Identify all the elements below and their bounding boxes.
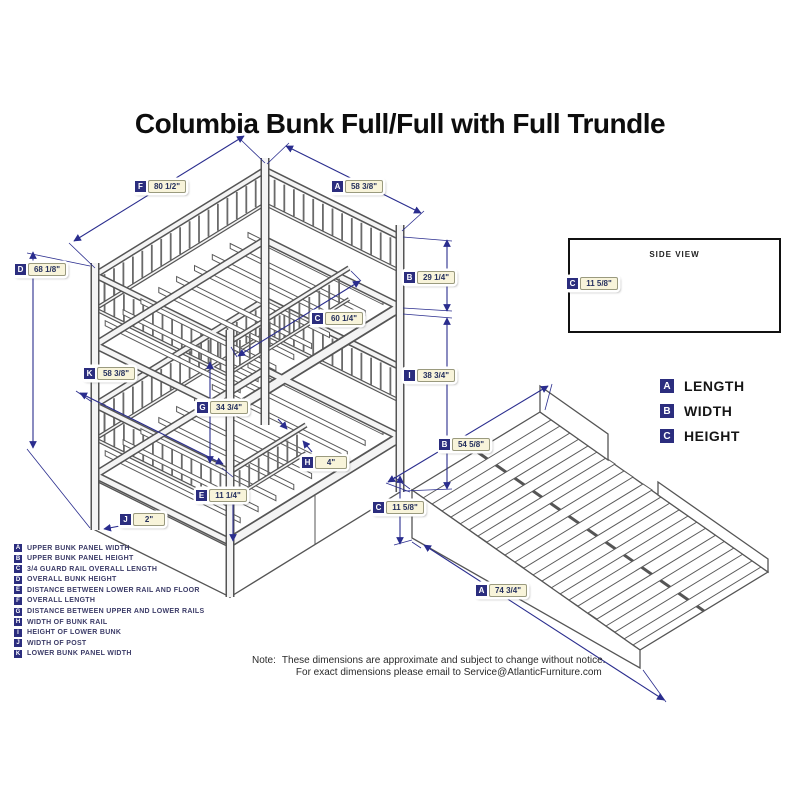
key-row-g: G DISTANCE BETWEEN UPPER AND LOWER RAILS [14,607,205,616]
dim-label-trundle-length: A 74 3/4" [475,583,528,598]
dim-label-e-rail-to-floor: E 11 1/4" [195,488,248,503]
key-letter-badge: D [14,575,22,584]
key-letter-badge: F [14,596,22,605]
bunk-head-panel-spindles [273,179,392,395]
key-row-e: E DISTANCE BETWEEN LOWER RAIL AND FLOOR [14,586,200,595]
dim-label-g-rail-distance: G 34 3/4" [196,400,249,415]
key-letter-badge: K [14,649,22,658]
key-letter-badge: I [14,628,22,637]
key-letter-badge: C [14,565,22,574]
dim-label-trundle-height: C 11 5/8" [372,500,425,515]
note-lines: These dimensions are approximate and sub… [282,655,606,678]
abc-legend-length: A LENGTH [660,378,745,394]
key-letter-badge: J [14,639,22,648]
dim-label-h-rail-width: H 4" [301,455,348,470]
dim-label-sideview-height: C 11 5/8" [566,276,619,291]
dim-label-a-panel-width: A 58 3/8" [331,179,384,194]
dim-label-b-panel-height: B 29 1/4" [403,270,456,285]
key-letter-badge: A [14,544,22,552]
dim-label-trundle-width: B 54 5/8" [438,437,491,452]
key-row-a: A UPPER BUNK PANEL WIDTH [14,544,130,552]
key-row-k: K LOWER BUNK PANEL WIDTH [14,649,132,658]
abc-legend-height: C HEIGHT [660,428,745,444]
key-row-d: D OVERALL BUNK HEIGHT [14,575,117,584]
key-row-f: F OVERALL LENGTH [14,596,204,605]
trundle-side-rail [657,480,769,574]
note-line1: These dimensions are approximate and sub… [281,655,606,666]
page-title: Columbia Bunk Full/Full with Full Trundl… [134,108,666,139]
dim-label-d-bunk-height: D 68 1/8" [14,262,67,277]
key-row-j: J WIDTH OF POST [14,639,204,648]
dim-label-c-guard-rail: C 60 1/4" [311,311,364,326]
key-letter-badge: H [14,618,22,627]
dimension-lines [29,135,665,701]
key-letter-badge: E [14,586,22,595]
abc-legend-width: B WIDTH [660,403,745,419]
dim-label-i-lower-bunk-height: I 38 3/4" [403,368,456,383]
key-letter-badge: G [14,607,22,616]
legend-letter-badge: C [660,429,674,443]
side-view-title: SIDE VIEW [649,250,700,259]
legend-letter-badge: B [660,404,674,418]
note-prefix: Note: [252,655,276,666]
key-row-c: C 3/4 GUARD RAIL OVERALL LENGTH [14,565,158,574]
key-letter-badge: B [14,554,22,563]
dimension-key-list: A UPPER BUNK PANEL WIDTH B UPPER BUNK PA… [14,544,204,661]
dim-label-k-lower-panel-width: K 58 3/8" [83,366,136,381]
key-row-i: I HEIGHT OF LOWER BUNK [14,628,204,637]
key-row-h: H WIDTH OF BUNK RAIL [14,618,108,627]
legend-letter-badge: A [660,379,674,393]
disclaimer-note: Note: These dimensions are approximate a… [252,655,605,678]
note-line2: For exact dimensions please email to Ser… [295,667,602,678]
dim-label-f-overall-length: F 80 1/2" [134,179,187,194]
abc-legend: A LENGTH B WIDTH C HEIGHT [660,378,745,453]
key-row-b: B UPPER BUNK PANEL HEIGHT [14,554,134,563]
dim-label-j-post-width: J 2" [119,512,166,527]
